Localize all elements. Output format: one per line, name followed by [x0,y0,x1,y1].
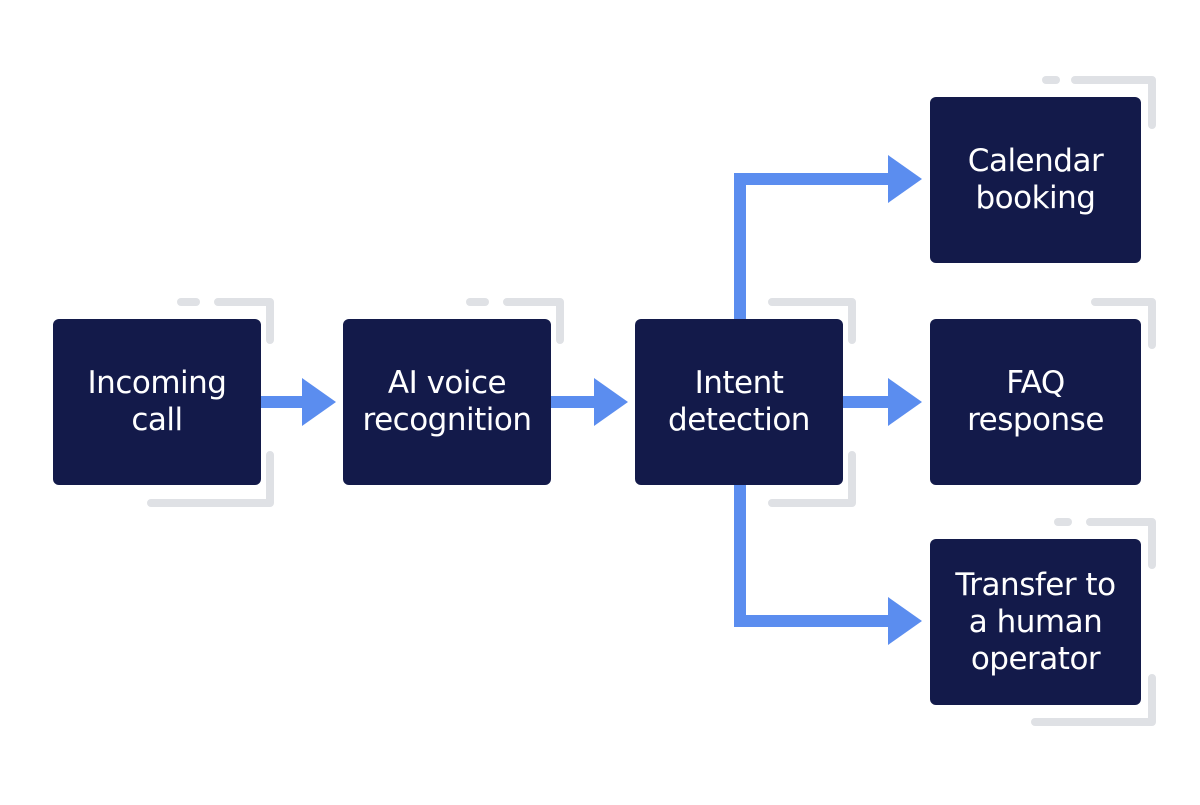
node-label: Transfer to a human operator [955,566,1116,677]
arrow-intent-to-faq-head [888,378,922,426]
arrow-intent-to-transfer-head [888,597,922,645]
arrow-incoming-to-voice-head [302,378,336,426]
node-label: AI voice recognition [362,365,532,438]
node-incoming-call: Incoming call [53,319,261,485]
arrow-intent-to-transfer-line [734,485,893,627]
node-label: FAQ response [967,365,1104,438]
node-label: Intent detection [668,365,810,438]
node-intent-detection: Intent detection [635,319,843,485]
node-faq-response: FAQ response [930,319,1141,485]
node-ai-voice-recognition: AI voice recognition [343,319,551,485]
node-calendar-booking: Calendar booking [930,97,1141,263]
arrow-intent-to-calendar-line [734,173,893,319]
node-label: Calendar booking [967,143,1104,216]
arrow-intent-to-calendar-head [888,155,922,203]
arrow-voice-to-intent-shaft [551,396,599,408]
flow-arrows [261,155,922,645]
node-transfer-to-human-operator: Transfer to a human operator [930,539,1141,705]
arrow-intent-to-faq-shaft [843,396,893,408]
arrow-voice-to-intent-head [594,378,628,426]
decorative-brackets [147,76,1156,726]
node-label: Incoming call [87,365,227,438]
arrow-incoming-to-voice-shaft [261,396,307,408]
